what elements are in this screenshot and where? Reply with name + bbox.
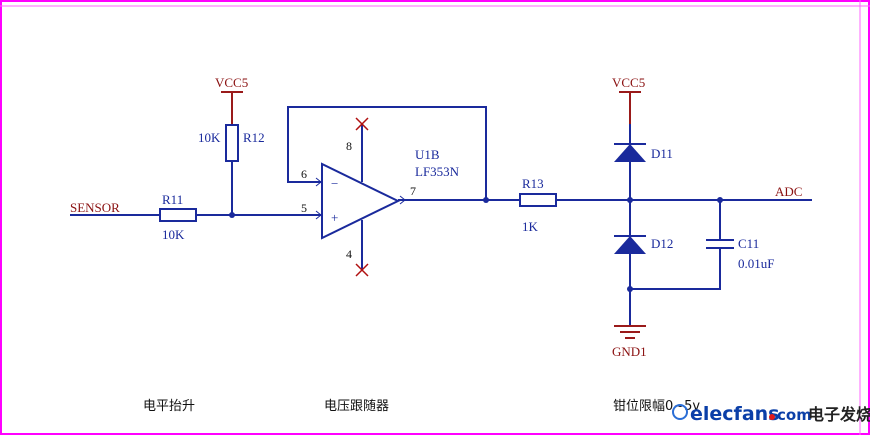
resistor-r13: R13 1K: [519, 176, 557, 234]
opamp-u1b: − + 6 5 7 8 4 U1B LF353N: [301, 124, 460, 270]
ground-symbol: GND1: [612, 325, 647, 359]
r12-ref: R12: [243, 130, 265, 145]
capacitor-c11: C11 0.01uF: [630, 200, 774, 290]
junction-node: [483, 197, 489, 203]
vcc-right-label: VCC5: [612, 75, 645, 90]
c11-ref: C11: [738, 236, 759, 251]
r11-value: 10K: [162, 227, 185, 242]
resistor-r11: R11 10K: [159, 192, 197, 242]
pin-4-label: 4: [346, 247, 352, 261]
pin-6-label: 6: [301, 167, 307, 181]
pin-5-label: 5: [301, 201, 307, 215]
no-connect-marks: [355, 117, 369, 277]
elecfans-watermark-logo: elecfans com 电子发烧友: [672, 403, 870, 425]
r11-ref: R11: [162, 192, 183, 207]
diode-d12: D12: [614, 200, 673, 326]
sensor-label: SENSOR: [70, 200, 120, 215]
r13-ref: R13: [522, 176, 544, 191]
opamp-plus-sign: +: [331, 210, 338, 225]
caption-level-shift: 电平抬升: [143, 399, 195, 414]
r12-value: 10K: [198, 130, 221, 145]
resistor-r12: 10K R12: [198, 124, 265, 162]
pin-8-label: 8: [346, 139, 352, 153]
gnd-label: GND1: [612, 344, 647, 359]
pin-7-label: 7: [410, 184, 416, 198]
vcc5-left-symbol: VCC5: [215, 75, 248, 125]
r13-value: 1K: [522, 219, 539, 234]
caption-clamp-limit: 钳位限幅0~5v: [613, 399, 700, 414]
vcc5-right-symbol: VCC5: [612, 75, 645, 124]
watermark-cn-name: 电子发烧友: [808, 405, 870, 424]
vcc-left-label: VCC5: [215, 75, 248, 90]
sensor-net: SENSOR: [70, 200, 160, 216]
adc-label: ADC: [775, 184, 802, 199]
watermark-dotcom: com: [777, 406, 812, 424]
opamp-minus-sign: −: [331, 176, 338, 191]
caption-voltage-follower: 电压跟随器: [324, 399, 389, 414]
watermark-brand: elecfans: [690, 403, 779, 425]
d11-ref: D11: [651, 146, 673, 161]
u1b-part: LF353N: [415, 164, 460, 179]
diode-d11: D11: [614, 124, 673, 200]
d12-ref: D12: [651, 236, 673, 251]
c11-value: 0.01uF: [738, 256, 774, 271]
u1b-ref: U1B: [415, 147, 440, 162]
